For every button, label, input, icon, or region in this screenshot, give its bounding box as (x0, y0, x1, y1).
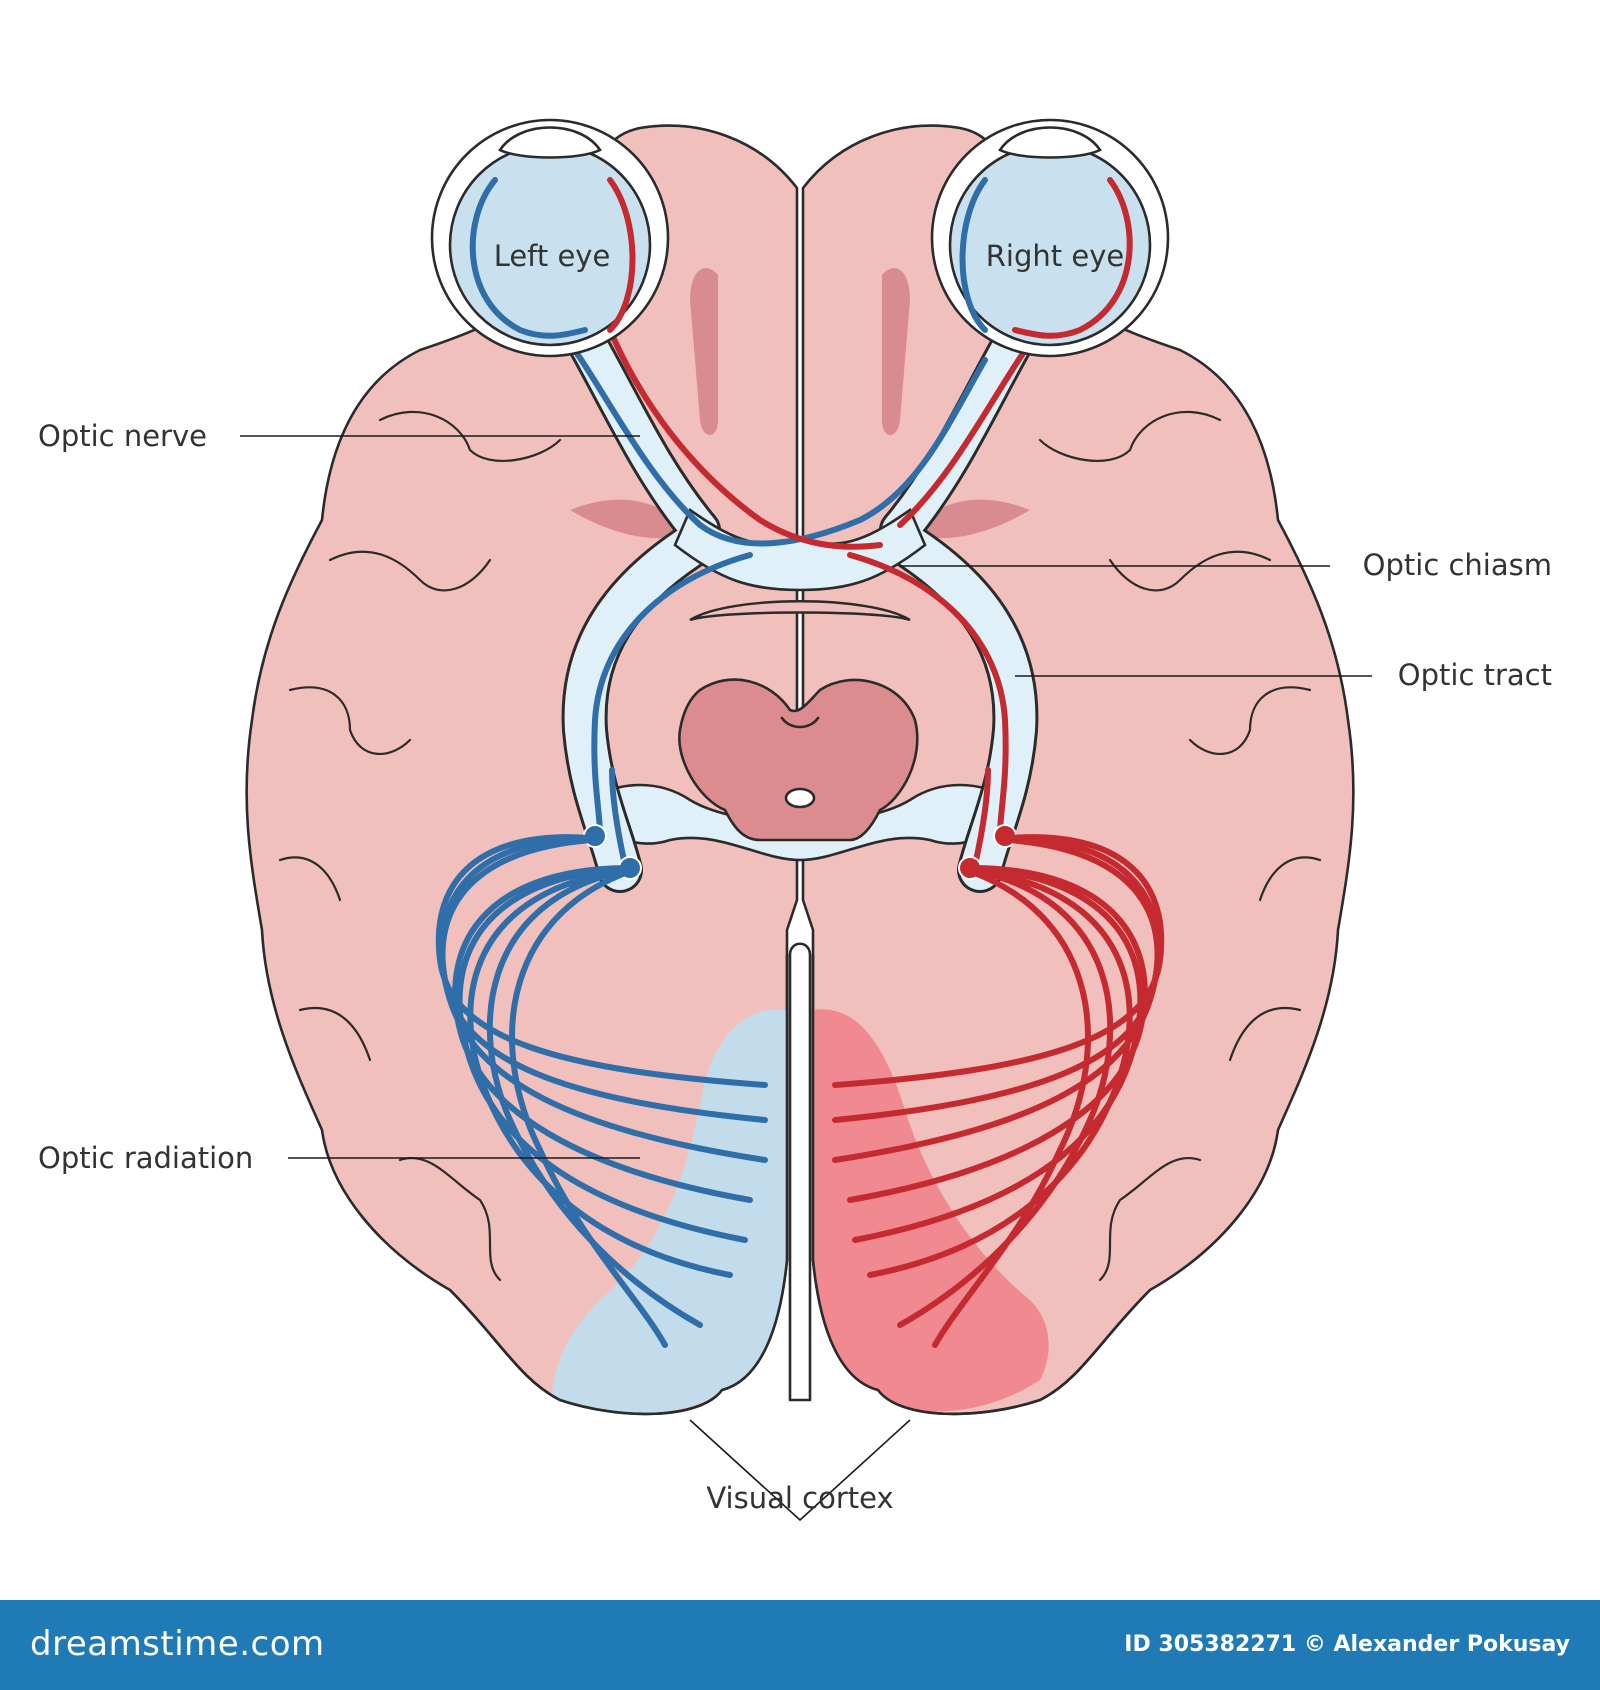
footer-credit: ID 305382271 © Alexander Pokusay (1124, 1632, 1570, 1657)
fold-right-1 (1038, 410, 1222, 462)
fold-right-4 (1258, 856, 1322, 902)
visual-cortex-leader (689, 1419, 911, 1522)
radiation-right-5 (852, 865, 1144, 1243)
optic-tract-label: Optic tract (1398, 658, 1552, 692)
radiation-right-8 (932, 869, 1091, 1348)
right-eye-blue-fiber (959, 177, 988, 333)
optic-tract-fill-right (880, 520, 1036, 890)
left-pathway-tract (591, 552, 753, 838)
optic-tract-fill-left (564, 520, 720, 890)
olfactory-tract-right (882, 268, 910, 435)
optic-pathway (473, 177, 1129, 893)
fold-left-1 (378, 410, 562, 462)
right-pathway-tract-2 (972, 767, 991, 868)
footer-brand[interactable]: dreamstime.com (30, 1624, 325, 1664)
optic-radiation-left (435, 834, 768, 1348)
aqueduct-opening (784, 787, 816, 809)
left-eye: Left eye (430, 118, 670, 358)
right-occipital-outline (811, 953, 1152, 1416)
radiation-right-3 (832, 837, 1161, 1163)
visual-cortex-areas (448, 953, 1152, 1416)
left-eye-label: Left eye (494, 239, 611, 273)
left-eye-red-fiber (607, 177, 636, 333)
optic-nerve-label: Optic nerve (38, 419, 207, 453)
radiation-left-7 (486, 867, 703, 1328)
brainstem (678, 678, 919, 842)
olfactory-tract-left (690, 268, 718, 435)
optic-radiation-right (832, 834, 1165, 1348)
fold-right-3 (1188, 686, 1312, 755)
right-visual-cortex (813, 1009, 1049, 1412)
chiasm-inner-notch (689, 600, 911, 622)
radiation-right-7 (897, 867, 1114, 1328)
left-pathway-tract-2 (609, 767, 628, 868)
fold-right-2 (1108, 550, 1272, 592)
right-eye-label: Right eye (986, 239, 1124, 273)
footer-bar: dreamstime.com ID 305382271 © Alexander … (0, 1600, 1600, 1690)
left-occipital-outline (448, 953, 789, 1416)
left-eye-cornea (498, 126, 602, 159)
fold-left-4 (278, 856, 342, 902)
left-eye-blue-fiber (469, 177, 588, 339)
left-visual-cortex (552, 1009, 787, 1414)
optic-chiasm-label: Optic chiasm (1363, 548, 1552, 582)
radiation-left-3 (439, 837, 768, 1163)
right-eye-cornea (998, 126, 1102, 159)
fold-right-5 (1228, 1007, 1302, 1062)
right-pathway-tract (847, 552, 1009, 838)
diagram-canvas: Left eye Right eye Optic nerve Optic chi… (38, 118, 1552, 1522)
cerebral-aqueduct (780, 716, 820, 729)
fold-right-6 (1098, 1157, 1202, 1282)
right-eye-red-fiber (1012, 177, 1133, 339)
radiation-left-6 (467, 867, 733, 1278)
radiation-right-6 (867, 867, 1133, 1278)
radiation-left-5 (456, 865, 748, 1243)
fold-left-2 (328, 550, 492, 592)
fold-left-3 (288, 686, 412, 755)
callouts: Optic nerve Optic chiasm Optic tract Opt… (38, 419, 1552, 1522)
right-eye: Right eye (930, 118, 1170, 358)
longitudinal-fissure-posterior (788, 942, 812, 1402)
midbrain (588, 678, 1012, 862)
fold-left-6 (398, 1157, 502, 1282)
radiation-left-8 (509, 869, 668, 1348)
visual-cortex-label: Visual cortex (706, 1481, 893, 1515)
optic-radiation-label: Optic radiation (38, 1141, 253, 1175)
fold-left-5 (298, 1007, 372, 1062)
